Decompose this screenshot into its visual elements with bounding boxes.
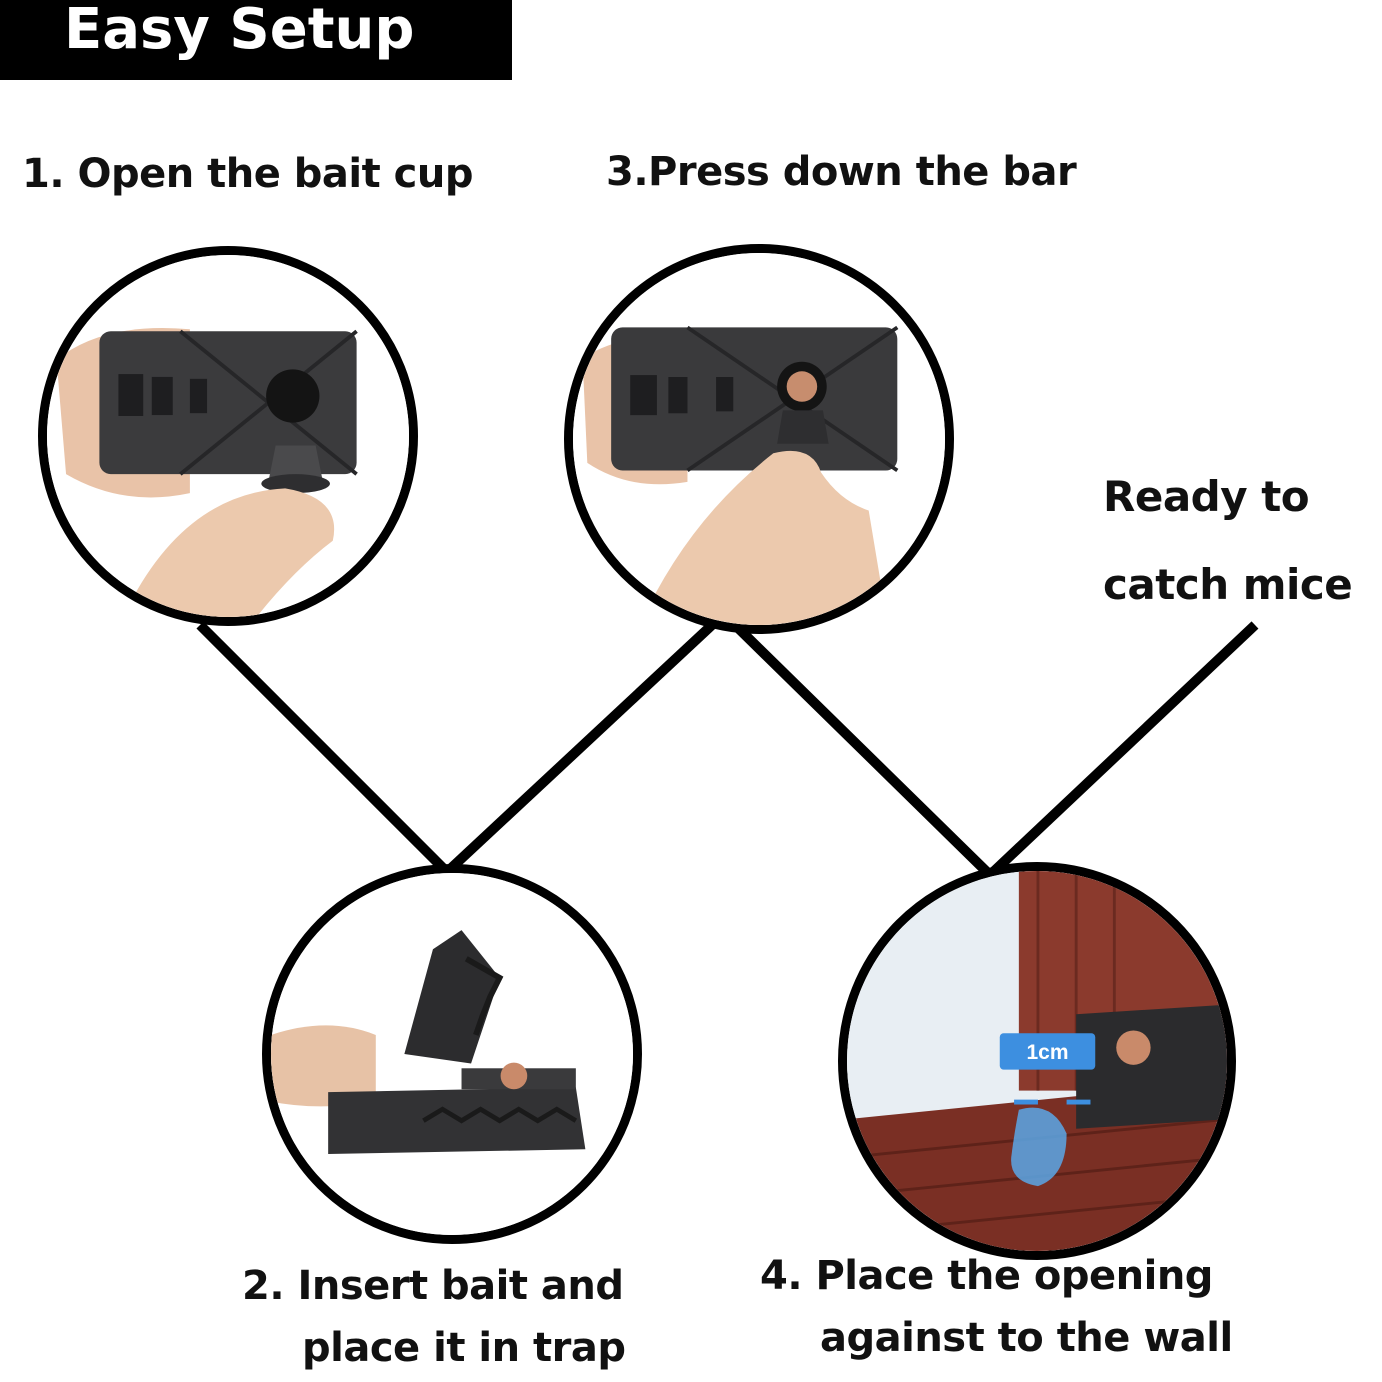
trap-body: [328, 1087, 586, 1155]
bait-cup: [777, 410, 829, 444]
photo-step-3: [564, 244, 954, 634]
trap: [1076, 1004, 1227, 1129]
step-2-label-line-1: 2. Insert bait and: [242, 1263, 624, 1309]
step-3-label: 3.Press down the bar: [606, 149, 1077, 195]
step-4-label-line-1: 4. Place the opening: [760, 1253, 1213, 1299]
bait-cup: [268, 445, 324, 484]
trap-press-bar-illustration: [573, 253, 945, 625]
page-title: Easy Setup: [64, 0, 415, 62]
connector-line-4-to-ready: [986, 621, 1259, 879]
photo-step-4: 1cm: [838, 862, 1236, 1260]
mouse-silhouette: [1011, 1107, 1067, 1187]
trap-open-cup-illustration: [47, 255, 409, 617]
hand-right: [639, 450, 888, 625]
hand-right: [132, 488, 335, 617]
connector-line-2-to-3: [443, 621, 716, 876]
trap-insert-bait-illustration: [271, 873, 633, 1235]
step-4-label-line-2: against to the wall: [820, 1315, 1233, 1361]
bait: [500, 1062, 528, 1090]
title-banner: Easy Setup: [0, 0, 512, 80]
photo-step-1: [38, 246, 418, 626]
step-1-label: 1. Open the bait cup: [22, 151, 473, 197]
step-2-label-line-2: place it in trap: [302, 1325, 626, 1371]
measure-label: 1cm: [1026, 1041, 1068, 1064]
bait: [1116, 1030, 1151, 1065]
measure-badge: [999, 1033, 1096, 1070]
trap-against-wall-illustration: 1cm: [847, 871, 1227, 1251]
ready-line-2: catch mice: [1103, 560, 1353, 609]
photo-step-2: [262, 864, 642, 1244]
ready-line-1: Ready to: [1103, 472, 1310, 521]
connector-line-3-to-4: [731, 621, 994, 879]
bait-hole: [266, 369, 320, 423]
connector-line-1-to-2: [196, 621, 451, 876]
bait: [786, 371, 818, 402]
hand: [271, 1025, 376, 1107]
trap-base: [99, 331, 357, 475]
